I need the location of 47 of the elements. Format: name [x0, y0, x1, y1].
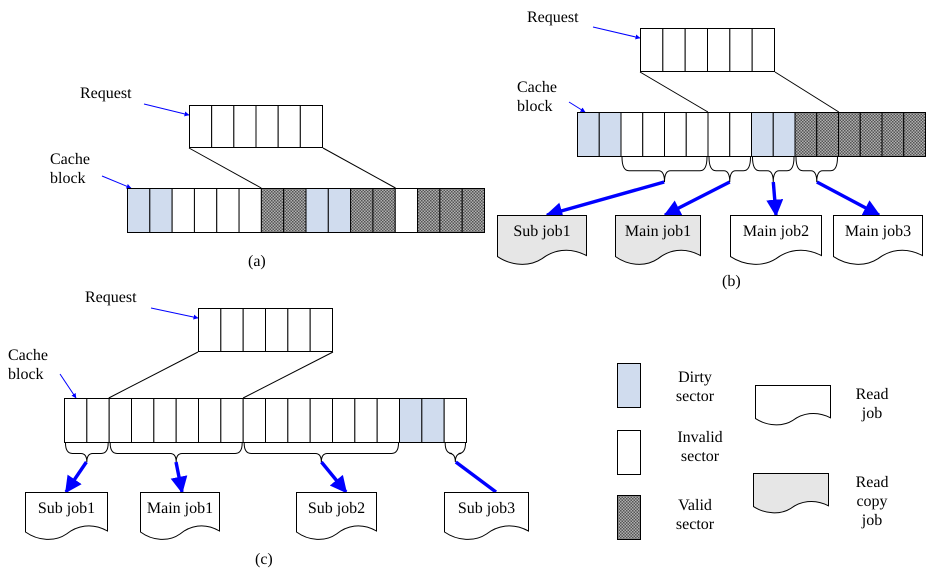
text-label: Request [80, 84, 144, 106]
line [454, 460, 498, 494]
legend-text: Dirty sector [674, 368, 716, 406]
panel-caption: (c) [255, 550, 273, 569]
request-sector-array [189, 105, 323, 148]
document-shape: Main job1 [140, 492, 220, 542]
arrow [592, 26, 640, 40]
legend-text: Read job [854, 385, 890, 423]
panel-caption: (b) [722, 272, 741, 291]
arrow [663, 180, 730, 217]
text-label: Cache block [517, 78, 569, 120]
document-shape: Main job3 [833, 215, 923, 267]
legend-text: Invalid sector [676, 428, 724, 466]
arrow [816, 180, 880, 216]
request-sector-array [640, 28, 775, 72]
panel-caption: (a) [248, 252, 266, 271]
arrow [150, 308, 198, 320]
document-shape: Main job2 [730, 215, 822, 267]
line [188, 148, 262, 188]
line [108, 352, 198, 398]
cache-block-sector-array [127, 188, 485, 233]
arrow [144, 104, 190, 116]
legend-text: Valid sector [674, 496, 716, 534]
arrow [766, 182, 784, 217]
request-sector-array [198, 308, 333, 352]
document-shape: Main job1 [615, 215, 701, 267]
arrow [320, 460, 348, 494]
arrow [170, 462, 188, 494]
cache-block-sector-array [64, 398, 467, 462]
arrow [102, 176, 132, 189]
line [774, 72, 840, 112]
line [322, 148, 396, 188]
arrow [568, 102, 586, 112]
line [242, 352, 334, 398]
legend-text: Read copy job [854, 473, 890, 530]
text-label: Cache block [50, 150, 102, 192]
document-shape: Sub job1 [497, 215, 587, 267]
document-shape: Sub job2 [296, 492, 377, 542]
document-shape: Sub job3 [444, 492, 529, 542]
text-label: Request [527, 8, 593, 30]
text-label: Request [85, 288, 151, 310]
arrow [64, 461, 88, 494]
cache-block-sector-array [577, 112, 926, 182]
line [640, 72, 708, 112]
arrow [60, 374, 76, 398]
text-label: Cache block [8, 346, 60, 388]
document-shape: Sub job1 [25, 492, 108, 542]
